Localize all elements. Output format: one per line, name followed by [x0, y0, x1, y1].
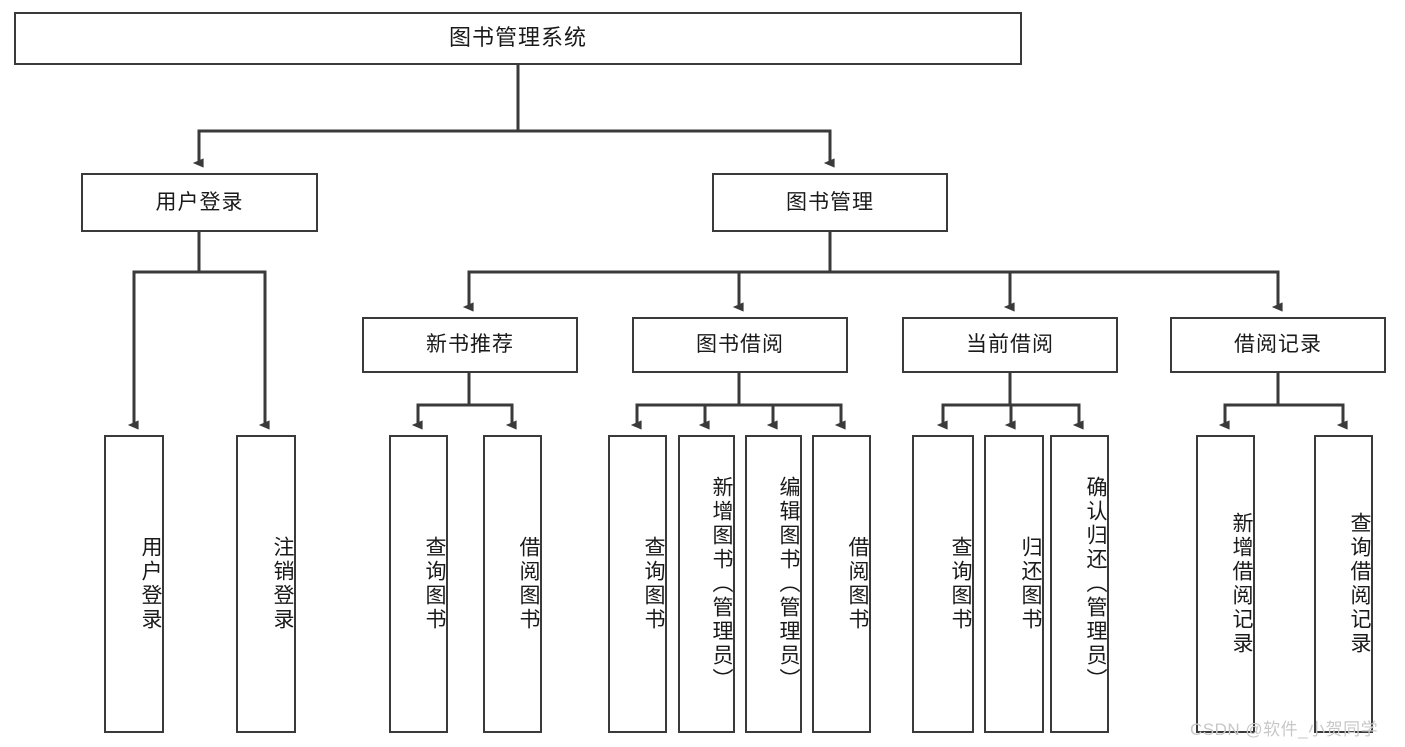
- node-book-manage[interactable]: 图书管理: [712, 173, 948, 232]
- csdn-watermark: CSDN @软件_小贺同学: [1190, 720, 1379, 739]
- leaf-query-book-borrow[interactable]: 查询图书: [608, 435, 667, 733]
- leaf-query-book-recommend[interactable]: 查询图书: [389, 435, 448, 733]
- node-label: 新书推荐: [426, 333, 514, 357]
- node-user-login[interactable]: 用户登录: [81, 173, 318, 232]
- node-label: 查询借阅记录: [1348, 512, 1371, 656]
- leaf-edit-book[interactable]: 编辑图书（管理员）: [745, 435, 802, 733]
- node-root-system[interactable]: 图书管理系统: [14, 12, 1022, 65]
- node-label: 借阅图书: [517, 536, 540, 632]
- node-new-book-recommend[interactable]: 新书推荐: [362, 317, 578, 373]
- node-label: 图书管理: [786, 190, 874, 214]
- node-label: 用户登录: [155, 190, 244, 214]
- node-label: 编辑图书（管理员）: [777, 476, 800, 692]
- node-label: 图书管理系统: [448, 25, 587, 51]
- leaf-add-borrow-record[interactable]: 新增借阅记录: [1196, 435, 1255, 733]
- leaf-return-book[interactable]: 归还图书: [984, 435, 1044, 733]
- leaf-query-borrow-record[interactable]: 查询借阅记录: [1314, 435, 1373, 733]
- node-label: 注销登录: [271, 536, 294, 632]
- node-label: 查询图书: [423, 536, 446, 632]
- node-label: 当前借阅: [966, 333, 1054, 357]
- node-label: 查询图书: [642, 536, 665, 632]
- node-current-borrow[interactable]: 当前借阅: [902, 317, 1118, 373]
- leaf-logout-login[interactable]: 注销登录: [236, 435, 296, 733]
- node-label: 借阅记录: [1234, 333, 1322, 357]
- node-label: 查询图书: [949, 536, 972, 632]
- node-label: 用户登录: [139, 536, 162, 632]
- leaf-borrow-book[interactable]: 借阅图书: [812, 435, 871, 733]
- leaf-borrow-book-recommend[interactable]: 借阅图书: [483, 435, 542, 733]
- leaf-confirm-return[interactable]: 确认归还（管理员）: [1050, 435, 1109, 733]
- node-label: 新增图书（管理员）: [710, 476, 733, 692]
- node-label: 借阅图书: [846, 536, 869, 632]
- node-label: 新增借阅记录: [1230, 512, 1253, 656]
- leaf-add-book[interactable]: 新增图书（管理员）: [678, 435, 735, 733]
- node-label: 图书借阅: [696, 333, 784, 357]
- node-label: 归还图书: [1019, 536, 1042, 632]
- leaf-user-login[interactable]: 用户登录: [104, 435, 164, 733]
- node-book-borrow[interactable]: 图书借阅: [632, 317, 848, 373]
- node-label: 确认归还（管理员）: [1084, 476, 1107, 692]
- node-borrow-record[interactable]: 借阅记录: [1170, 317, 1386, 373]
- leaf-query-book-current[interactable]: 查询图书: [912, 435, 974, 733]
